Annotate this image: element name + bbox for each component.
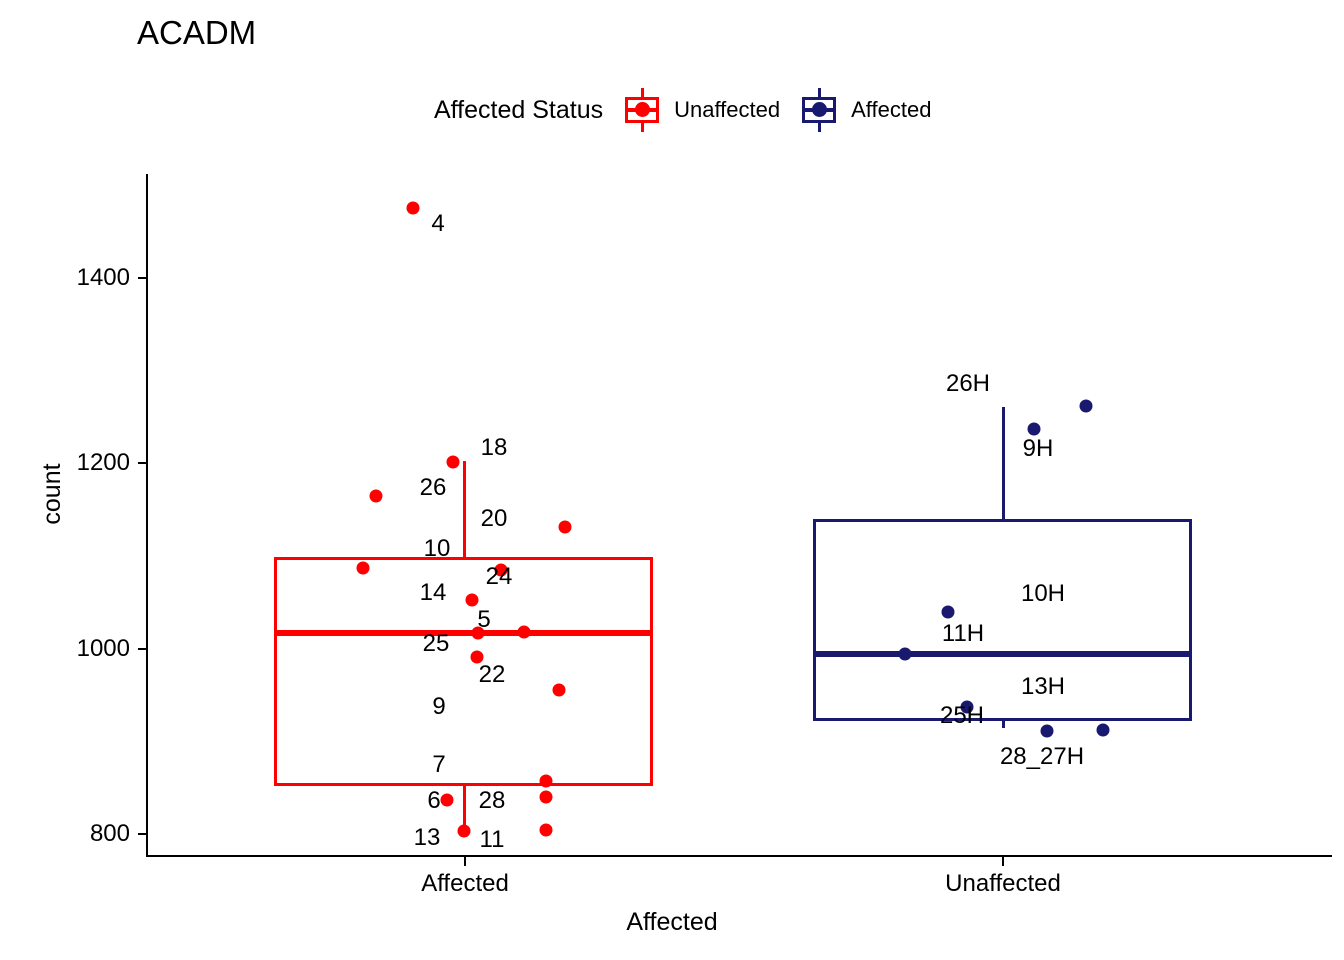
data-point-label: 13 [413,824,441,851]
data-point[interactable] [465,593,479,607]
data-point-label: 10H [1020,580,1066,607]
data-point[interactable] [960,700,974,714]
x-tick-mark [1002,857,1004,866]
data-point[interactable] [1079,399,1093,413]
legend-title: Affected Status [434,96,604,124]
data-point-label: 26 [419,474,447,501]
data-point-label: 13H [1020,673,1066,700]
legend-label-unaffected: Unaffected [674,97,781,122]
legend: Affected Status Unaffected Affected [434,88,931,132]
data-point-label: 5 [477,606,491,633]
box-iqr [274,556,653,786]
data-point-label: 20 [480,505,508,532]
data-point[interactable] [517,625,531,639]
y-axis-line [146,174,148,856]
data-point[interactable] [440,793,454,807]
data-point-label: 28_27H [999,743,1085,770]
data-point[interactable] [369,489,383,503]
data-point[interactable] [494,563,508,577]
data-point[interactable] [941,605,955,619]
box-median-line [274,629,653,636]
data-point-label: 9H [1022,435,1054,462]
data-point-label: 11H [941,620,985,647]
data-point-label: 14 [419,579,447,606]
legend-key-affected-icon [798,88,840,132]
box-iqr [813,518,1192,721]
data-point[interactable] [552,683,566,697]
legend-entry-affected[interactable]: Affected [798,88,931,132]
x-tick-mark [464,857,466,866]
x-tick-label: Affected [421,870,509,897]
chart-title: ACADM [137,14,257,51]
data-point[interactable] [470,650,484,664]
data-point[interactable] [539,790,553,804]
legend-label-affected: Affected [851,97,932,122]
y-tick-mark [138,277,147,279]
data-point[interactable] [1096,723,1110,737]
box-whisker-upper [1001,406,1005,519]
y-axis-title: count [38,463,66,525]
data-point[interactable] [539,823,553,837]
data-point-label: 4 [431,210,445,237]
data-point-label: 25 [422,630,450,657]
data-point[interactable] [558,520,572,534]
legend-key-unaffected-icon [621,88,663,132]
data-point[interactable] [406,201,420,215]
y-tick-label: 1400 [76,264,130,291]
data-point-label: 9 [432,693,446,720]
x-tick-label: Unaffected [945,870,1061,897]
data-point-label: 18 [480,434,508,461]
data-point-label: 26H [945,370,991,397]
y-tick-label: 800 [89,820,130,847]
data-point[interactable] [446,455,460,469]
y-tick-mark [138,462,147,464]
data-point-label: 25H [939,702,985,729]
data-point[interactable] [471,626,485,640]
box-whisker-upper [462,460,466,557]
x-axis-title: Affected [626,908,718,936]
box-whisker-lower [462,785,466,828]
data-point-label: 28 [478,787,506,814]
data-point[interactable] [898,647,912,661]
data-point-label: 11 [479,826,505,853]
y-tick-label: 1000 [76,635,130,662]
data-point-label: 24 [485,563,513,590]
data-point-label: 22 [478,661,506,688]
data-point-label: 6 [427,787,441,814]
y-tick-label: 1200 [76,449,130,476]
data-point[interactable] [356,561,370,575]
data-point[interactable] [1040,724,1054,738]
box-whisker-lower [1001,720,1005,729]
legend-entry-unaffected[interactable]: Unaffected [621,88,780,132]
y-tick-mark [138,648,147,650]
data-point-label: 10 [423,535,451,562]
data-point[interactable] [457,824,471,838]
data-point[interactable] [539,774,553,788]
data-point-label: 7 [432,751,446,778]
data-point[interactable] [1027,422,1041,436]
y-tick-mark [138,833,147,835]
box-median-line [813,651,1192,658]
x-axis-line [146,855,1332,857]
